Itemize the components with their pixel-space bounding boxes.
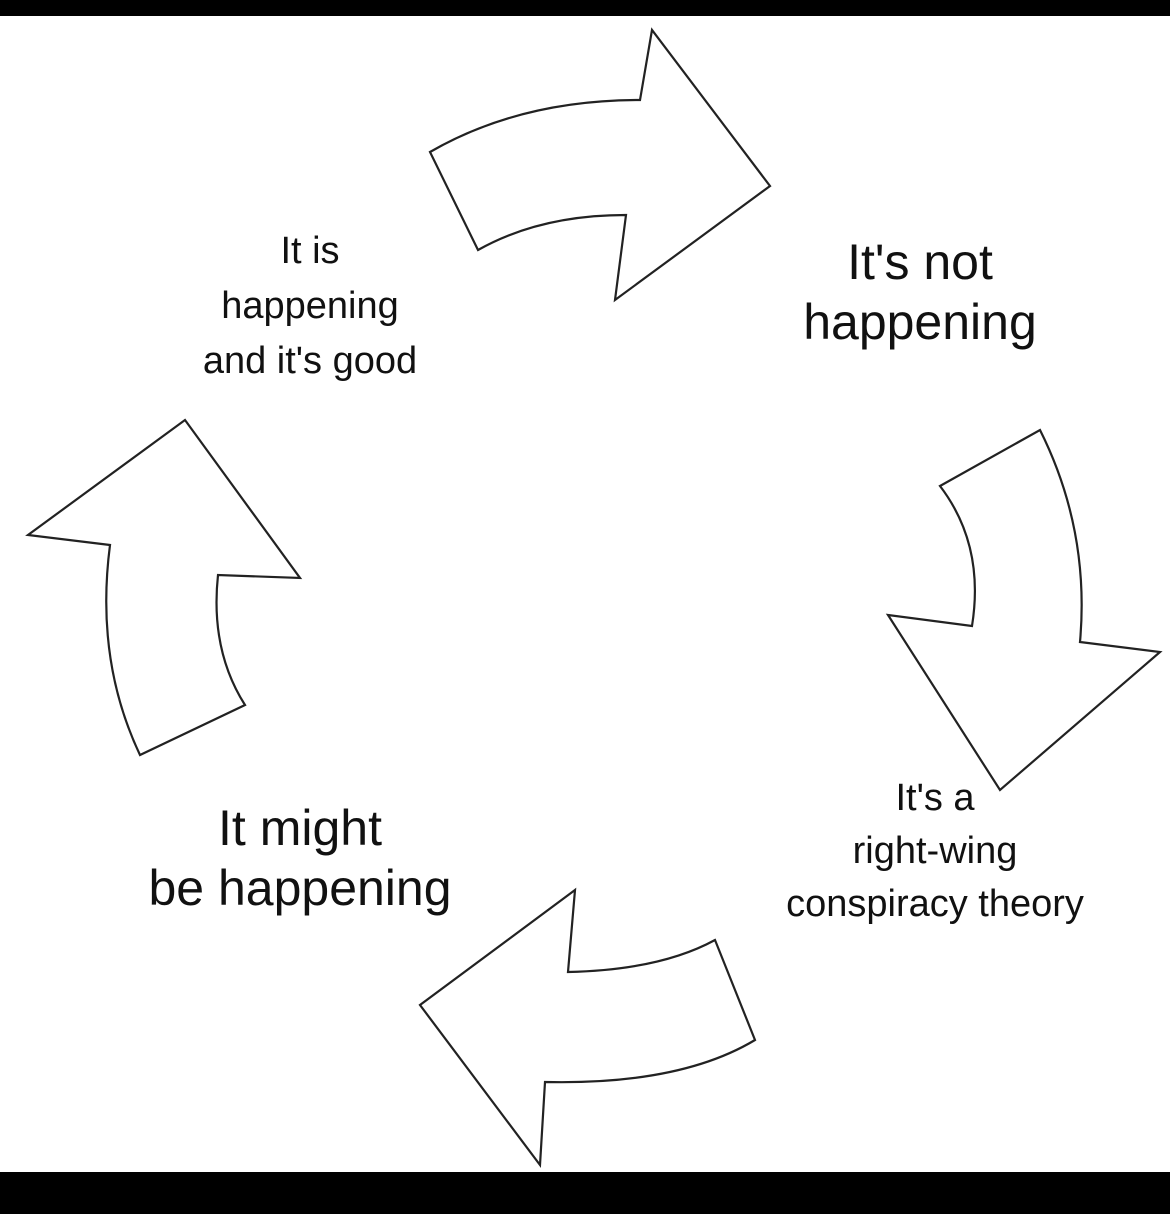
arrow-bottom-icon	[418, 887, 757, 1169]
arrow-top-icon	[428, 27, 772, 303]
arrow-right-icon	[885, 428, 1163, 792]
bottom-bar	[0, 1172, 1170, 1214]
stage-label-might-be-happening: It might be happening	[95, 798, 505, 918]
label-line: conspiracy theory	[786, 883, 1084, 926]
label-line: happening	[803, 294, 1037, 350]
label-line: be happening	[148, 860, 452, 916]
label-line: happening	[221, 285, 399, 328]
stage-label-conspiracy-theory: It's a right-wing conspiracy theory	[730, 772, 1140, 932]
label-line: It is	[280, 230, 340, 272]
label-line: It's not	[847, 234, 993, 290]
label-line: It might	[218, 800, 382, 856]
label-line: and it's good	[202, 340, 418, 383]
label-line: right-wing	[852, 830, 1018, 873]
stage-label-happening-and-good: It is happening and it's good	[160, 224, 460, 389]
stage-label-not-happening: It's not happening	[760, 232, 1080, 352]
label-line: It's a	[895, 777, 975, 819]
arrow-left-icon	[25, 418, 303, 757]
top-bar	[0, 0, 1170, 16]
